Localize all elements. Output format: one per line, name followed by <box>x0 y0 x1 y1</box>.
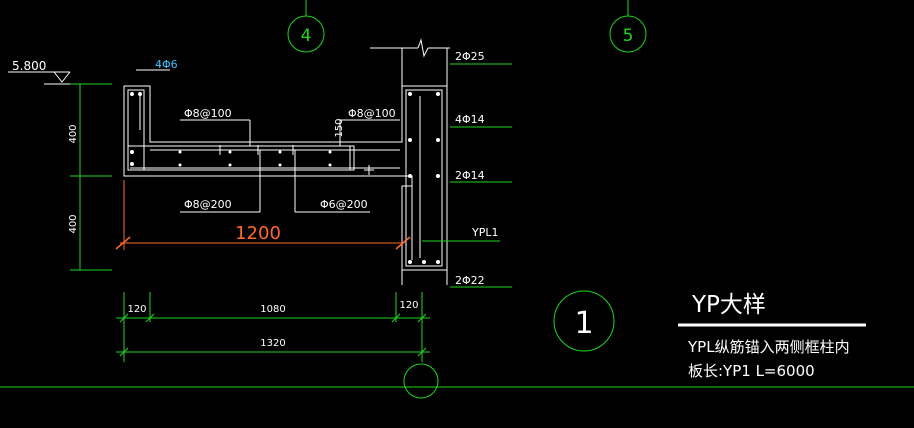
dim-thickness: 150 <box>334 118 345 137</box>
bottom-axis-bubble <box>403 363 439 399</box>
detail-bubble-1: 1 <box>553 290 615 352</box>
dim-total: 1320 <box>260 338 285 349</box>
left-dimension: 400 400 <box>68 83 112 271</box>
cross-marks <box>215 145 374 175</box>
axis-label-5: 5 <box>623 26 634 46</box>
axis-bubble-5: 5 <box>609 0 647 53</box>
elevation-text: 5.800 <box>12 59 46 73</box>
dim-seg-right: 120 <box>399 300 418 311</box>
rebar-slab-bottom-right: Φ6@200 <box>320 198 368 211</box>
rebar-slab-top-left: Φ8@100 <box>184 107 232 120</box>
note-line-1: YPL纵筋锚入两侧框柱内 <box>687 338 850 356</box>
rebar-beam-top: 2Φ25 <box>455 50 485 63</box>
rebar-slab-top-right: Φ8@100 <box>348 107 396 120</box>
leaders <box>136 69 400 213</box>
axis-bubble-4: 4 <box>287 0 325 53</box>
dim-left-lower: 400 <box>68 214 79 233</box>
rebar-slab-bottom-left: Φ8@200 <box>184 198 232 211</box>
beam-leaders <box>422 63 512 288</box>
rebar-beam-side-2: 2Φ14 <box>455 169 485 182</box>
rebar-beam-side-1: 4Φ14 <box>455 113 485 126</box>
dim-span: 1200 <box>235 223 281 244</box>
detail-number: 1 <box>574 306 593 341</box>
dim-seg-left: 120 <box>127 304 146 315</box>
rebar-top-left: 4Φ6 <box>155 58 178 71</box>
bottom-dimensions <box>116 292 430 362</box>
elevation-mark: 5.800 <box>8 59 112 85</box>
rebar-beam-bottom: 2Φ22 <box>455 274 485 287</box>
dim-seg-mid: 1080 <box>260 304 285 315</box>
beam-name: YPL1 <box>471 226 498 239</box>
axis-label-4: 4 <box>301 26 312 46</box>
span-dimension: 1200 <box>115 180 411 250</box>
rebar-dots <box>130 92 440 264</box>
dim-left-upper: 400 <box>68 124 79 143</box>
note-line-2: 板长:YP1 L=6000 <box>688 362 815 380</box>
section-outline <box>123 38 450 285</box>
detail-title: YP大样 <box>691 292 766 318</box>
